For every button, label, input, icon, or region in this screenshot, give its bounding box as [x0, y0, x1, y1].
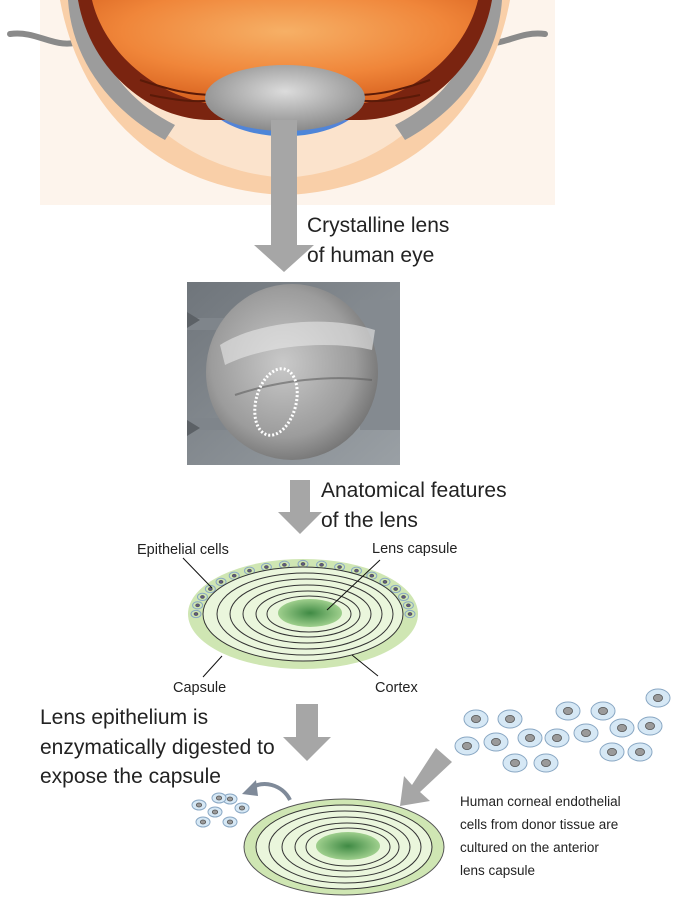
- endothelial-cell: [599, 742, 625, 762]
- epithelial-cells-label: Epithelial cells: [137, 542, 229, 558]
- lens-capsule-label: Lens capsule: [372, 541, 457, 557]
- epithelial-cell: [196, 592, 208, 602]
- endothelial-cell: [497, 709, 523, 729]
- removed-epithelial-cells: [191, 792, 250, 828]
- capsule-nucleus: [316, 832, 380, 860]
- endothelial-cell: [502, 753, 528, 773]
- epithelial-cell: [244, 566, 255, 575]
- crystalline-lens-label-line2: of human eye: [307, 244, 434, 267]
- arrow-diagonal: [400, 748, 452, 806]
- epithelial-callout: [182, 557, 213, 589]
- endothelial-cell: [590, 701, 616, 721]
- removed-cell: [211, 792, 227, 804]
- removed-cell: [207, 806, 223, 818]
- epithelial-cell: [402, 601, 414, 610]
- endothelial-cell: [517, 728, 543, 748]
- epithelial-cell: [404, 609, 416, 619]
- epithelial-cell: [398, 592, 410, 602]
- removed-cell: [195, 816, 211, 828]
- culture-label-line3: cultured on the anterior: [460, 840, 599, 855]
- eye-cross-section: [7, 0, 555, 205]
- endothelial-cell: [483, 732, 509, 752]
- endothelial-cell: [555, 701, 581, 721]
- capsule-label: Capsule: [173, 680, 226, 696]
- epithelial-cell: [297, 559, 309, 569]
- lens-nucleus: [278, 599, 342, 627]
- endothelial-cell: [637, 716, 663, 736]
- removed-cell: [234, 802, 250, 814]
- epithelial-cell: [366, 571, 378, 580]
- digest-label-line3: expose the capsule: [40, 765, 221, 788]
- curved-arrow: [250, 782, 292, 802]
- lens-edge-line: [234, 377, 373, 396]
- curved-arrow-head: [242, 780, 258, 796]
- culture-label-line2: cells from donor tissue are: [460, 817, 618, 832]
- endothelial-cell: [544, 728, 570, 748]
- endothelial-cell: [645, 688, 671, 708]
- forceps-tip-2: [187, 420, 200, 436]
- lens-photograph: [187, 282, 400, 465]
- lens-highlight: [220, 321, 375, 365]
- epithelial-cell: [192, 601, 204, 610]
- epithelial-cell: [228, 571, 240, 580]
- removed-cell: [222, 816, 238, 828]
- epithelial-cell: [215, 577, 227, 586]
- lens-anatomy: [188, 559, 418, 669]
- culture-label-line4: lens capsule: [460, 863, 535, 878]
- anatomical-label-line1: Anatomical features: [321, 479, 507, 502]
- epithelial-cell: [390, 584, 402, 594]
- vitreous: [92, 0, 478, 105]
- culture-label-line1: Human corneal endothelial: [460, 794, 621, 809]
- endothelial-cell: [454, 736, 480, 756]
- epithelial-cells: [190, 559, 416, 619]
- anatomical-label-line2: of the lens: [321, 509, 418, 532]
- cortex-callout: [351, 654, 379, 677]
- arrow-down-1: [254, 120, 314, 272]
- arrow-down-3: [283, 704, 331, 761]
- endothelial-cell: [463, 709, 489, 729]
- cortex-label: Cortex: [375, 680, 418, 696]
- capsule-callout: [202, 655, 223, 678]
- epithelial-cell: [379, 577, 391, 586]
- crystalline-lens-label-line1: Crystalline lens: [307, 214, 449, 237]
- digest-label-line1: Lens epithelium is: [40, 706, 208, 729]
- lens-capsule-callout: [326, 559, 381, 611]
- forceps-tip-1: [187, 312, 200, 328]
- epithelial-cell: [190, 609, 202, 619]
- endothelial-cell: [609, 718, 635, 738]
- endothelial-cell: [627, 742, 653, 762]
- corneal-endothelial-cells: [454, 688, 671, 773]
- reflection-ring: [253, 367, 299, 437]
- arrow-down-2: [278, 480, 322, 534]
- epithelial-cell: [204, 584, 216, 594]
- crystalline-lens: [205, 65, 365, 131]
- endothelial-cell: [573, 723, 599, 743]
- endothelial-cell: [533, 753, 559, 773]
- epithelial-cell: [260, 562, 272, 572]
- removed-cell: [191, 799, 207, 811]
- digest-label-line2: enzymatically digested to: [40, 736, 275, 759]
- exposed-capsule: [243, 798, 445, 896]
